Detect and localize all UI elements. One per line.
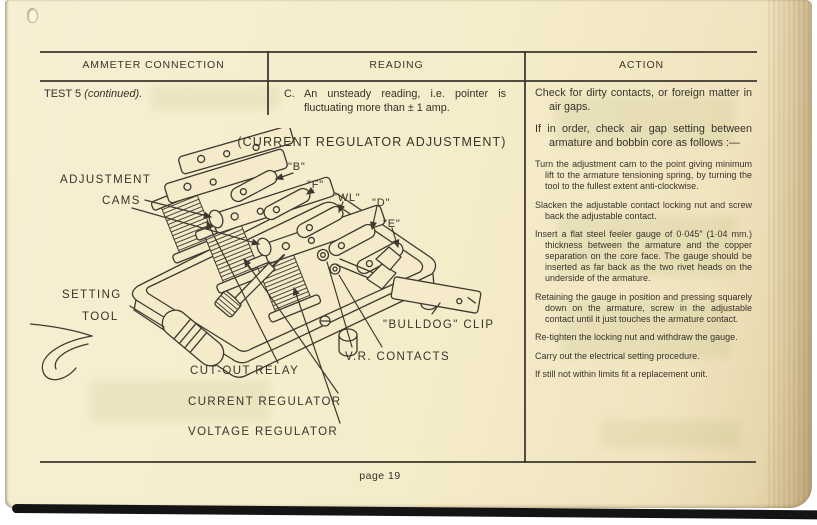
voltage-regulator-label: VOLTAGE REGULATOR	[188, 426, 338, 438]
terminal-wl-label: "WL"	[333, 192, 361, 204]
setting-tool-label: TOOL	[82, 311, 119, 323]
column-header-ammeter: AMMETER CONNECTION	[82, 59, 225, 71]
action-step: Re-tighten the locking nut and withdraw …	[535, 332, 738, 342]
vr-contacts-label: V.R. CONTACTS	[345, 351, 450, 363]
bulldog-clip	[336, 246, 482, 314]
show-through-smudge	[560, 300, 730, 358]
base-screw	[319, 315, 331, 327]
diagram-title: (CURRENT REGULATOR ADJUSTMENT)	[237, 135, 506, 149]
leader-line	[129, 172, 441, 424]
action-paragraph: If in order, check air gap setting betwe…	[535, 123, 752, 149]
page-number: page 19	[359, 470, 401, 482]
action-step: Slacken the adjustable contact locking n…	[535, 199, 752, 221]
current-regulator-label: CURRENT REGULATOR	[188, 396, 342, 408]
show-through-smudge	[150, 86, 280, 110]
terminal-b-label: "B"	[288, 161, 306, 173]
test-continued-label: (continued).	[84, 88, 143, 100]
terminal-f-label: "F"	[307, 179, 324, 191]
action-cell: Check for dirty contacts, or foreign mat…	[535, 87, 752, 388]
armature-plate	[178, 128, 294, 175]
action-step: Insert a flat steel feeler gauge of 0·04…	[535, 229, 752, 283]
table-top-rule	[40, 51, 757, 53]
regulator-diagram: (CURRENT REGULATOR ADJUSTMENT) ADJUSTMEN…	[30, 128, 506, 438]
ammeter-connection-cell: TEST 5 (continued).	[44, 88, 256, 100]
terminal-d-label: "D"	[372, 197, 390, 209]
cutout-relay-label: CUT-OUT RELAY	[190, 365, 299, 377]
test-label: TEST 5	[44, 88, 85, 100]
table-header-rule	[40, 80, 757, 82]
column-divider-1	[267, 51, 269, 115]
reading-item-letter: C.	[284, 88, 295, 100]
column-header-action: ACTION	[618, 59, 665, 71]
column-divider-2	[524, 51, 526, 463]
reading-cell: C. An unsteady reading, i.e. pointer is …	[284, 88, 514, 115]
action-step: Turn the adjustment cam to the point giv…	[535, 159, 752, 191]
punch-hole	[27, 8, 38, 23]
vr-contact-screws	[316, 248, 341, 275]
tool-cable	[30, 323, 93, 381]
table-bottom-rule	[40, 461, 756, 463]
page-edge-texture	[768, 0, 812, 508]
adjustment-cams-label: ADJUSTMENT	[60, 174, 151, 186]
setting-tool	[161, 254, 285, 367]
show-through-smudge	[600, 420, 740, 448]
book-page	[5, 0, 812, 508]
reading-text: An unsteady reading, i.e. pointer is flu…	[304, 88, 506, 114]
action-step: Carry out the electrical setting procedu…	[535, 350, 700, 361]
adjustment-cams-label: CAMS	[102, 195, 141, 207]
show-through-smudge	[556, 215, 736, 277]
bulldog-clip-label: "BULLDOG" CLIP	[383, 319, 495, 331]
show-through-smudge	[90, 380, 270, 422]
action-step: If still not within limits fit a replace…	[535, 369, 708, 379]
column-header-reading: READING	[369, 59, 424, 71]
action-paragraph: Check for dirty contacts, or foreign mat…	[535, 87, 752, 113]
action-step: Retaining the gauge in position and pres…	[535, 291, 752, 324]
armature-plate	[164, 148, 288, 204]
terminal-e-label: "E"	[383, 218, 401, 230]
setting-tool-label: SETTING	[62, 289, 122, 301]
show-through-smudge	[555, 95, 735, 147]
